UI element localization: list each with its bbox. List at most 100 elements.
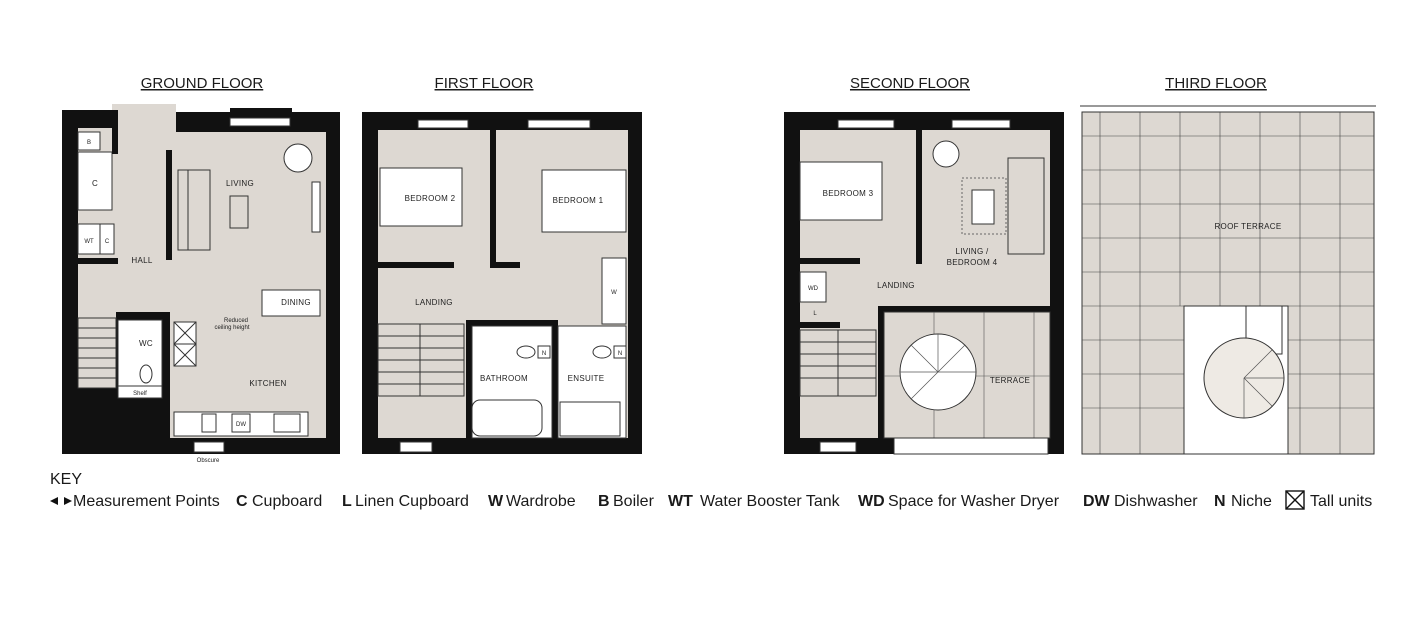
cupboard-2-label: C [105, 239, 110, 245]
key-legend: KEY Measurement Points C Cupboard L Line… [50, 471, 1372, 510]
shelf-label: Shelf [133, 391, 147, 397]
key-item-dishwasher: DW Dishwasher [1083, 493, 1198, 510]
niche-1-label: N [542, 351, 546, 357]
water-tank-label: WT [84, 239, 94, 245]
bathtub-icon [471, 399, 543, 437]
sofa-bed [1007, 157, 1045, 255]
shower-icon [559, 401, 621, 437]
measurement-arrows-icon [64, 497, 72, 505]
bedroom2-label: BEDROOM 2 [405, 194, 456, 203]
dining-label: DINING [281, 298, 311, 307]
partition [378, 262, 454, 268]
landing-label: LANDING [415, 298, 453, 307]
key-label-water-tank: Water Booster Tank [700, 493, 841, 510]
measurement-arrows-icon [50, 497, 58, 505]
partition [490, 262, 520, 268]
key-label-washer-dryer: Space for Washer Dryer [888, 493, 1060, 510]
roof-terrace-label: ROOF TERRACE [1214, 222, 1281, 231]
partition [552, 324, 558, 438]
armchair [283, 143, 313, 173]
boiler-cupboard [77, 131, 101, 151]
third-floor-plan: THIRD FLOOR ROOF TERRACE [1080, 75, 1376, 455]
partition [78, 258, 118, 264]
key-item-washer-dryer: WD Space for Washer Dryer [858, 493, 1060, 510]
third-floor-title: THIRD FLOOR [1165, 75, 1267, 92]
bed-bedroom3 [799, 161, 883, 221]
partition [490, 130, 496, 268]
first-floor-plan: FIRST FLOOR BEDROOM 2 BEDROOM 1 W LANDIN… [362, 75, 642, 454]
dishwasher-label: DW [236, 422, 246, 428]
wardrobe [601, 257, 627, 325]
living-window [229, 117, 291, 127]
key-title: KEY [50, 471, 82, 488]
coffee-table [229, 195, 249, 229]
obscure-label: Obscure [197, 458, 220, 464]
niche-2 [613, 345, 627, 359]
landing-window [819, 441, 857, 453]
key-item-niche: N Niche [1214, 493, 1272, 510]
partition [466, 324, 472, 438]
bedroom1-window [527, 119, 591, 129]
partition [878, 306, 1050, 312]
living-label: LIVING [226, 179, 254, 188]
cupboard-2 [99, 223, 115, 255]
first-stairs [377, 323, 465, 397]
dining-table [261, 289, 321, 317]
key-code-dishwasher: DW [1083, 493, 1111, 510]
key-label-wardrobe: Wardrobe [506, 493, 576, 510]
partition [800, 322, 840, 328]
first-floor-title: FIRST FLOOR [435, 75, 534, 92]
terrace-balustrade [893, 437, 1049, 455]
key-label-measurement: Measurement Points [73, 493, 220, 510]
wardrobe-label: W [611, 290, 617, 296]
partition [916, 130, 922, 264]
second-stairs [799, 329, 877, 397]
tall-units [173, 321, 197, 367]
key-code-linen: L [342, 493, 352, 510]
key-code-washer-dryer: WD [858, 493, 885, 510]
partition [116, 312, 170, 318]
ground-floor-plan: GROUND FLOOR B C WT C LIVING HA [62, 75, 340, 464]
hob-icon [273, 413, 301, 433]
coffee-table [971, 189, 995, 225]
rug [961, 177, 1007, 235]
toilet-icon [516, 345, 536, 359]
washer-dryer [799, 271, 827, 303]
spiral-stair-treads [1243, 349, 1284, 418]
bed-bedroom2 [379, 167, 463, 227]
toilet-icon [592, 345, 612, 359]
entry-corridor [112, 104, 176, 118]
crossed-box-icon [1285, 490, 1305, 510]
landing-label: LANDING [877, 281, 915, 290]
spiral-stair-treads [900, 334, 976, 400]
partition [878, 306, 884, 438]
boiler-label: B [87, 140, 91, 146]
bedroom1-label: BEDROOM 1 [553, 196, 604, 205]
cupboard-1-label: C [92, 179, 98, 188]
key-label-boiler: Boiler [613, 493, 655, 510]
key-label-tall-units: Tall units [1310, 493, 1372, 510]
roof-terrace-tiles [1082, 112, 1374, 454]
bathroom-label: BATHROOM [480, 374, 528, 383]
bed-bedroom1 [541, 169, 627, 233]
sink-icon [201, 413, 217, 433]
key-item-water-tank: WT Water Booster Tank [668, 493, 841, 510]
tv-unit [311, 181, 321, 233]
reduced-label: Reduced [224, 318, 248, 324]
bedroom2-window [417, 119, 469, 129]
niche-2-label: N [618, 351, 622, 357]
key-item-boiler: B Boiler [598, 493, 655, 510]
toilet-icon [139, 364, 153, 384]
bedroom3-label: BEDROOM 3 [823, 189, 874, 198]
key-code-cupboard: C [236, 493, 248, 510]
key-item-measurement: Measurement Points [50, 493, 220, 510]
second-floor-plan: SECOND FLOOR BEDROOM 3 LIVING / BEDROOM … [784, 75, 1064, 455]
ceiling-label: ceiling height [214, 325, 249, 331]
armchair [932, 140, 960, 168]
key-code-wardrobe: W [488, 493, 504, 510]
key-item-linen: L Linen Cupboard [342, 493, 469, 510]
dishwasher [231, 413, 251, 433]
bedroom3-window [837, 119, 895, 129]
partition [166, 150, 172, 260]
